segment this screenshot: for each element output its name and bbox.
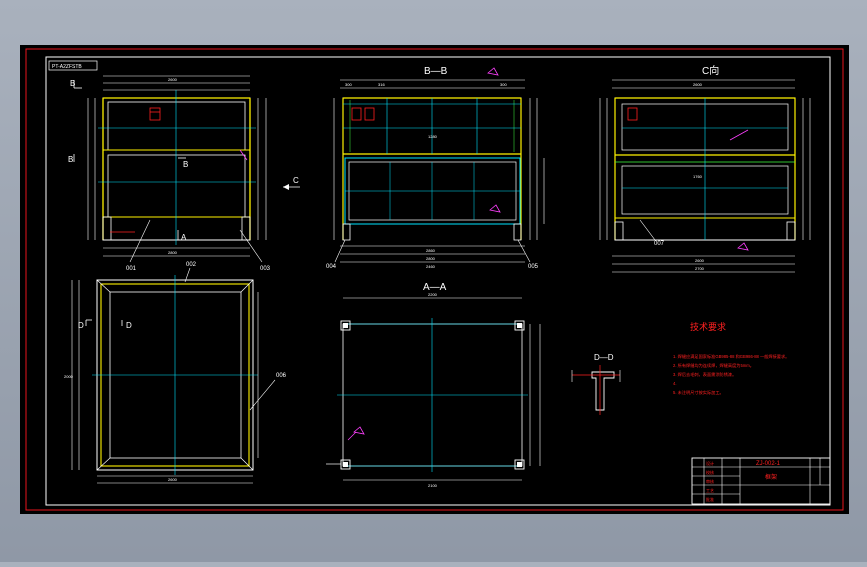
part-label-003: 003 [260,266,271,272]
title-row-2: 校核 [706,469,714,475]
front-dim-top: 2600 [168,77,178,82]
sheet-outer-frame [25,48,844,511]
section-d-view [571,365,621,415]
note-3: 3. 焊后去毛刺，表面需涂防锈漆。 [673,371,736,378]
plan-dim-2: 2000 [64,374,74,379]
part-label-006: 006 [276,373,287,379]
title-name: 框架 [765,473,777,481]
part-label-002: 002 [186,262,197,268]
view-marker-a: A [181,233,187,242]
section-b-dim-4: 300 [500,82,507,87]
section-c-dim-2: 1760 [693,174,703,179]
plan-view [71,267,276,484]
section-b-overall-1: 2860 [426,248,436,253]
title-row-3: 审核 [706,478,714,484]
section-b-overall-2: 2800 [426,256,436,261]
front-dim-bottom: 2800 [168,250,178,255]
title-drawing-no: ZJ-002-1 [756,461,781,467]
section-b-dim-2: 316 [378,82,385,87]
part-label-007: 007 [654,241,665,247]
section-c-overall-2: 2700 [695,266,705,271]
section-c-view [599,79,811,273]
section-d-title: D—D [594,353,614,362]
section-b-overall-3: 2460 [426,264,436,269]
part-label-004: 004 [326,264,337,270]
view-marker-b-inner: B [183,160,188,169]
view-marker-c: C [293,176,299,185]
title-row-4: 工艺 [706,488,714,493]
section-b-dim-1: 300 [345,82,352,87]
section-c-overall-1: 2600 [695,258,705,263]
section-b-title: B—B [424,66,448,77]
view-marker-b-top: B [70,79,75,88]
plan-dim-1: 2600 [168,477,178,482]
note-5: 5. 未注明尺寸按实际加工。 [673,389,724,396]
title-row-1: 设计 [706,460,714,466]
section-b-dim-3: 1280 [428,134,438,139]
note-4: 4. [673,381,677,386]
view-marker-d-left: D [78,321,84,330]
section-a-dim-1: 2200 [428,292,438,297]
view-marker-b-mid: B [68,155,73,164]
view-marker-d-mid: D [126,321,132,330]
notes-heading: 技术要求 [690,321,726,332]
front-view [87,75,267,263]
section-b-view [333,67,545,263]
section-a-title: A—A [423,282,447,293]
part-label-005: 005 [528,264,539,270]
title-block [691,457,831,505]
section-c-dim-1: 2600 [693,82,703,87]
top-left-note: PT-A2ZFSTB [52,64,82,70]
note-2: 2. 所有焊缝均为连续焊，焊缝高度为5mm。 [673,362,754,369]
title-row-5: 批准 [706,496,714,502]
part-label-001: 001 [126,266,137,272]
view-c-arrow [283,184,300,190]
top-left-note-box [48,60,98,71]
section-a-dim-2: 2100 [428,483,438,488]
sheet-inner-frame [45,56,831,506]
section-a-view [326,297,541,481]
section-c-title: C向 [702,64,719,77]
note-1: 1. 焊缝应满足国家标准GB985-88 和GB986-88 一般焊接要求。 [673,353,789,360]
